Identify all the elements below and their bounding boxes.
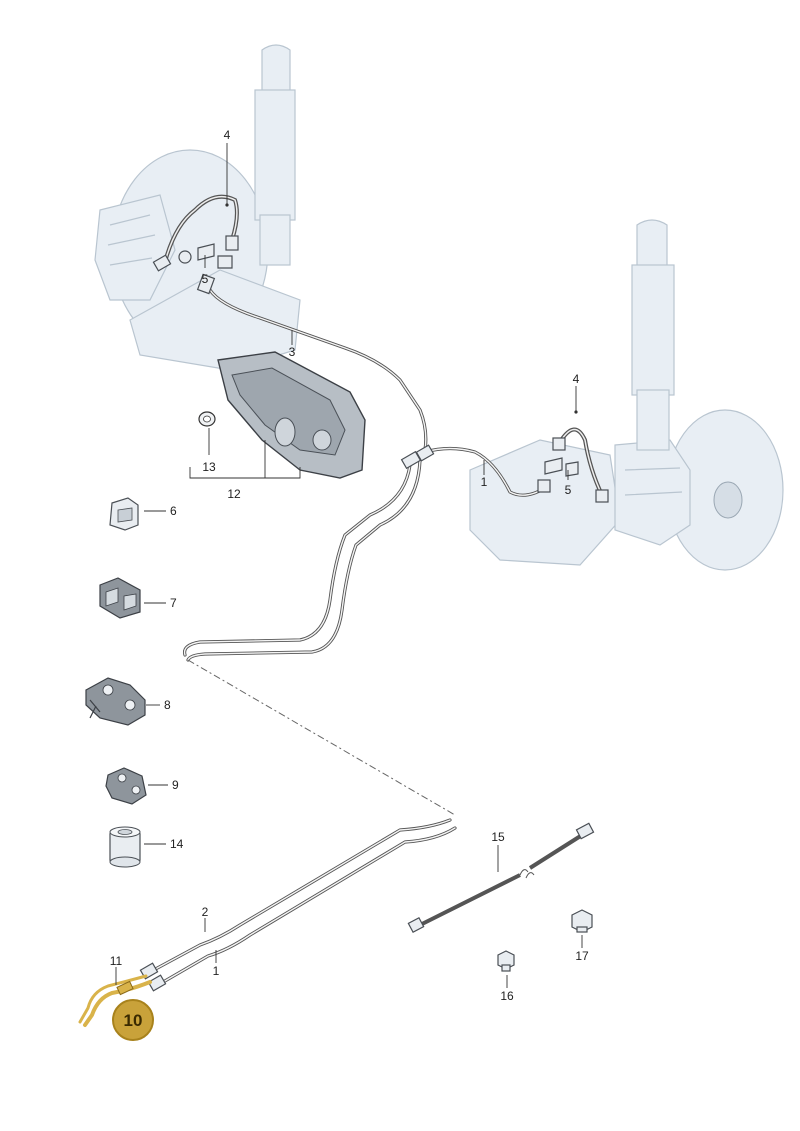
nut-16 [497,950,515,972]
callout-8: 8 [164,698,171,712]
left-retaining-clip [197,243,215,261]
callout-7: 7 [170,596,177,610]
right-wheel-assembly [469,219,784,571]
bushing-14 [109,826,141,868]
lower-brake-pipes [139,818,457,992]
callout-17: 17 [575,949,589,963]
callout-11: 11 [110,954,123,968]
clip-9 [105,767,147,805]
clip-8 [85,677,146,726]
left-wheel-assembly [94,44,301,371]
threaded-rod-15 [407,822,595,934]
right-shock-absorber [631,219,675,451]
callout-9: 9 [172,778,179,792]
callout-1-top: 1 [481,475,488,489]
callout-5-right: 5 [565,483,572,497]
callout-13: 13 [202,460,216,474]
leader-lines [115,143,583,988]
left-steering-knuckle [129,269,301,371]
right-brake-caliper [614,439,691,546]
heat-shield-nut [198,411,216,427]
callout-12: 12 [227,487,241,501]
callout-15: 15 [491,830,505,844]
brake-pipes [182,273,551,662]
callout-14: 14 [170,837,184,851]
highlighted-brake-pipe-10 [78,974,152,1027]
callout-2: 2 [202,905,209,919]
right-steering-knuckle [469,439,621,566]
right-hose-end [595,489,609,503]
left-hose-end [225,235,239,251]
left-shock-absorber [254,44,296,266]
right-hose-fitting [552,437,566,451]
callout-6: 6 [170,504,177,518]
left-washer [178,250,192,264]
callout-4-left: 4 [224,128,231,142]
connection-dashed-line [187,659,456,816]
callout-4-right: 4 [573,372,580,386]
nut-17 [571,909,593,933]
callout-10: 10 [124,1011,143,1030]
callout-1-bottom: 1 [213,964,220,978]
clip-7 [99,577,141,619]
clip-6 [109,497,139,531]
callout-16: 16 [500,989,514,1003]
callout-5-left: 5 [202,272,209,286]
callout-3: 3 [289,345,296,359]
left-brake-caliper [94,194,176,301]
highlight-badge-10[interactable]: 10 [112,999,154,1041]
left-hose-fitting [152,254,172,272]
right-retaining-clip [544,457,563,475]
callout-labels: 4 5 3 4 5 1 13 12 6 7 8 9 14 15 16 17 11… [110,128,589,1003]
heat-shield [217,351,366,479]
